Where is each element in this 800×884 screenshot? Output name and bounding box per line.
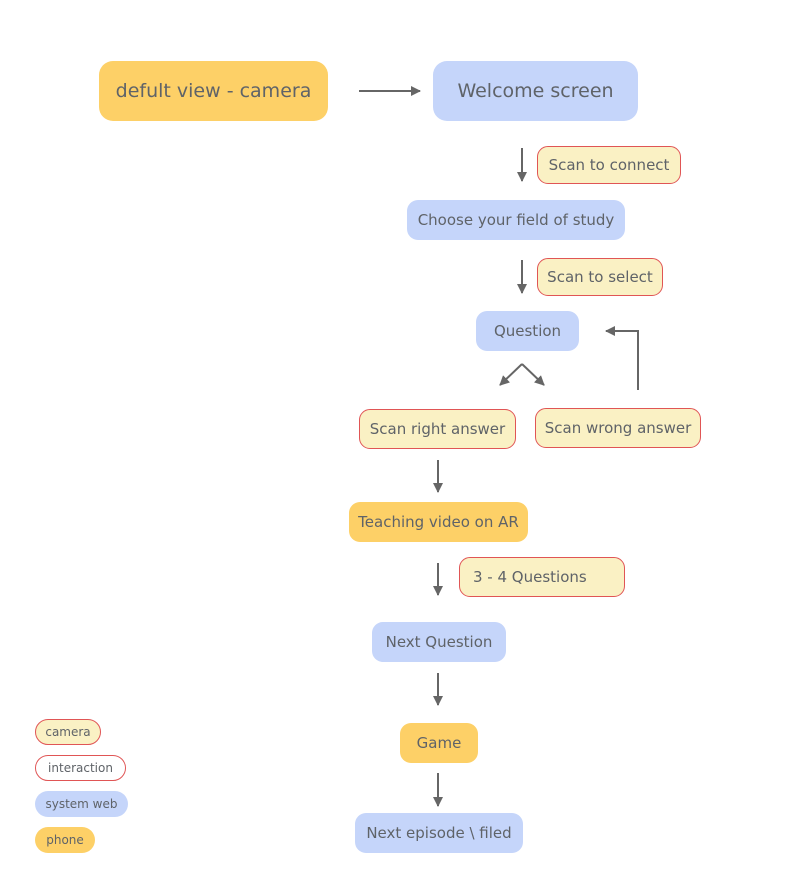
legend-interaction: interaction <box>35 755 126 781</box>
node-game-label: Game <box>416 734 462 752</box>
node-welcome-label: Welcome screen <box>457 80 614 102</box>
node-scan-wrong-label: Scan wrong answer <box>544 419 692 437</box>
node-three-four-label: 3 - 4 Questions <box>473 568 587 586</box>
node-choose-field-label: Choose your field of study <box>417 211 615 229</box>
node-three-four-questions: 3 - 4 Questions <box>459 557 625 597</box>
node-scan-right-answer: Scan right answer <box>359 409 516 449</box>
node-choose-field: Choose your field of study <box>407 200 625 240</box>
arrow-question-to-right <box>499 363 523 386</box>
node-scan-right-label: Scan right answer <box>369 420 506 438</box>
arrow-question-to-wrong <box>521 363 545 386</box>
node-scan-to-select: Scan to select <box>537 258 663 296</box>
legend-system-web: system web <box>35 791 128 817</box>
node-next-episode: Next episode \ filed <box>355 813 523 853</box>
node-scan-wrong-answer: Scan wrong answer <box>535 408 701 448</box>
legend-camera: camera <box>35 719 101 745</box>
node-default-view-camera: defult view - camera <box>99 61 328 121</box>
legend-camera-label: camera <box>45 725 91 739</box>
node-welcome-screen: Welcome screen <box>433 61 638 121</box>
node-scan-to-connect: Scan to connect <box>537 146 681 184</box>
node-scan-connect-label: Scan to connect <box>548 156 670 174</box>
legend-interaction-label: interaction <box>48 761 113 775</box>
node-game: Game <box>400 723 478 763</box>
legend-phone: phone <box>35 827 95 853</box>
node-question: Question <box>476 311 579 351</box>
node-teaching-video: Teaching video on AR <box>349 502 528 542</box>
node-next-question-label: Next Question <box>385 633 493 651</box>
legend-system-web-label: system web <box>45 797 118 811</box>
node-question-label: Question <box>493 322 562 340</box>
legend-phone-label: phone <box>46 833 84 847</box>
arrow-wrong-to-question <box>605 326 639 390</box>
node-default-view-label: defult view - camera <box>115 80 312 102</box>
node-next-episode-label: Next episode \ filed <box>366 824 512 842</box>
node-next-question: Next Question <box>372 622 506 662</box>
node-scan-select-label: Scan to select <box>547 268 653 286</box>
node-teaching-video-label: Teaching video on AR <box>358 513 519 531</box>
